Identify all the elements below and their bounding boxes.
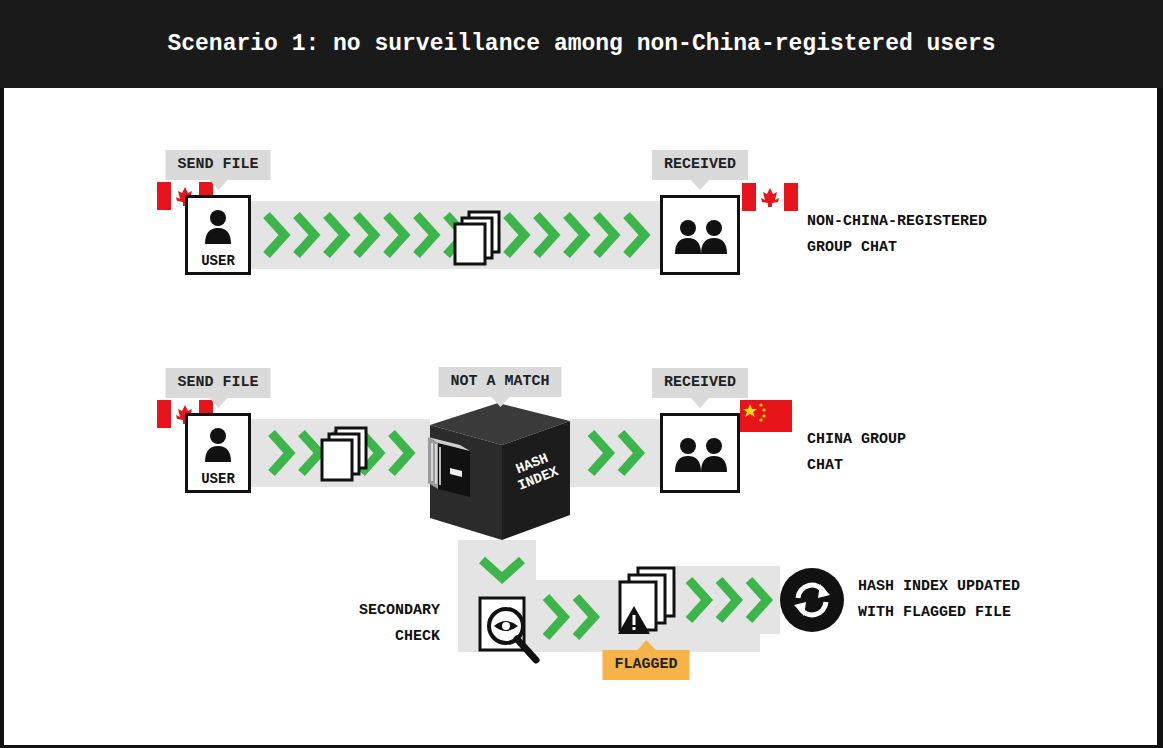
- cabinet-node: NOT A MATCHHASH INDEX: [430, 385, 570, 540]
- group-node: RECEIVEDNON-CHINA-REGISTERED GROUP CHAT: [660, 195, 740, 275]
- frame-edge: [0, 0, 4, 748]
- side-label: NON-CHINA-REGISTERED GROUP CHAT: [807, 209, 1007, 261]
- callout-tag: RECEIVED: [652, 150, 748, 180]
- flow-band: [676, 566, 780, 634]
- user-node: SEND FILEUSER: [185, 413, 251, 493]
- callout-tag: SEND FILE: [165, 150, 270, 180]
- side-label: SECONDARY CHECK: [340, 598, 440, 650]
- flag-tag: FLAGGED: [602, 650, 689, 680]
- flag-node: FLAGGED: [616, 568, 676, 636]
- callout-tag: RECEIVED: [652, 368, 748, 398]
- side-label: CHINA GROUP CHAT: [807, 427, 937, 479]
- callout-tag: NOT A MATCH: [438, 367, 561, 397]
- flow-band: [570, 419, 660, 487]
- flow-band: [251, 201, 660, 269]
- doc-icon: [480, 598, 524, 650]
- frame-edge: [0, 745, 1163, 748]
- group-icon: [663, 198, 737, 272]
- flow-band: [524, 583, 616, 651]
- side-label: HASH INDEX UPDATED WITH FLAGGED FILE: [858, 574, 1048, 626]
- title-bar: Scenario 1: no surveillance among non-Ch…: [0, 0, 1163, 88]
- sync-node: HASH INDEX UPDATED WITH FLAGGED FILE: [780, 568, 844, 632]
- callout-tag: SEND FILE: [165, 368, 270, 398]
- box-label: USER: [188, 471, 248, 487]
- group-node: RECEIVEDCHINA GROUP CHAT: [660, 413, 740, 493]
- flow-band: [251, 419, 430, 487]
- sync-icon: [780, 568, 844, 632]
- flag-icon: [616, 568, 676, 636]
- box-label: USER: [188, 253, 248, 269]
- diagram-title: Scenario 1: no surveillance among non-Ch…: [0, 0, 1163, 88]
- user-node: SEND FILEUSER: [185, 195, 251, 275]
- frame-edge: [1157, 0, 1163, 748]
- doc-node: SECONDARY CHECK: [480, 598, 524, 650]
- group-icon: [663, 416, 737, 490]
